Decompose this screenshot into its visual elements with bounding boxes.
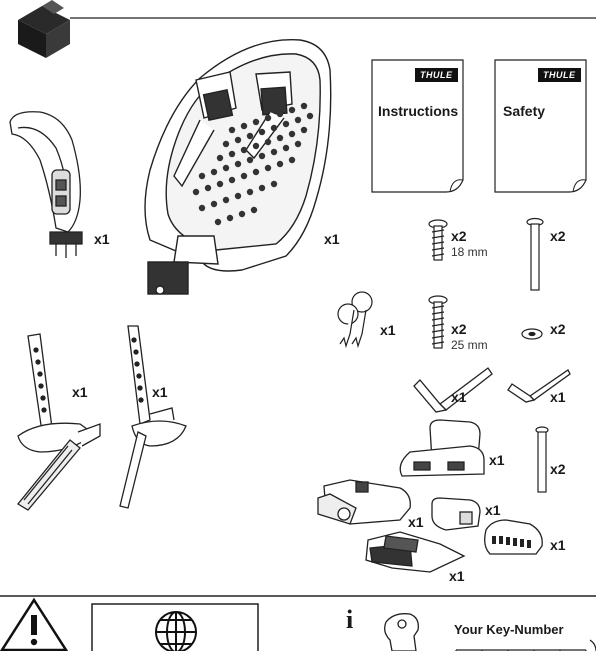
allen-key-small-qty: x1 — [550, 389, 566, 405]
armrest-qty: x1 — [94, 231, 110, 247]
clip-qty: x1 — [485, 502, 501, 518]
pin-qty: x2 — [550, 461, 566, 477]
footrest-right-qty: x1 — [152, 384, 168, 400]
keys-qty: x1 — [380, 322, 396, 338]
washer-qty: x2 — [550, 321, 566, 337]
child-seat-icon — [145, 40, 331, 294]
seat-qty: x1 — [324, 231, 340, 247]
mount-icon — [400, 420, 484, 476]
instructions-title: Instructions — [378, 103, 458, 119]
washer-icon — [522, 329, 542, 339]
short-screw-icon — [429, 220, 447, 260]
key-table-curl — [590, 640, 596, 651]
rod-icon — [527, 219, 543, 291]
footrest-right-icon — [120, 326, 186, 508]
clip-icon — [432, 498, 480, 530]
block-qty: x1 — [449, 568, 465, 584]
short-screw-qty: x2 — [451, 228, 467, 244]
info-icon: i — [346, 605, 353, 635]
pin-icon — [536, 427, 548, 492]
block-icon — [366, 532, 464, 572]
allen-key-large-qty: x1 — [451, 389, 467, 405]
bracket-qty: x1 — [408, 514, 424, 530]
box-icon — [18, 0, 70, 58]
buckle-icon — [485, 520, 543, 554]
mount-qty: x1 — [489, 452, 505, 468]
short-screw-length: 18 mm — [451, 245, 488, 259]
instructions-brand-logo: THULE — [415, 68, 458, 82]
long-screw-qty: x2 — [451, 321, 467, 337]
long-screw-icon — [429, 296, 447, 348]
footrest-left-icon — [18, 334, 100, 510]
safety-brand-logo: THULE — [538, 68, 581, 82]
key-number-title: Your Key-Number — [454, 622, 564, 637]
footrest-left-qty: x1 — [72, 384, 88, 400]
rod-qty: x2 — [550, 228, 566, 244]
buckle-qty: x1 — [550, 537, 566, 553]
long-screw-length: 25 mm — [451, 338, 488, 352]
globe-icon — [156, 612, 196, 651]
warning-icon — [2, 600, 66, 650]
bracket-icon — [318, 480, 410, 524]
armrest-icon — [10, 112, 82, 258]
safety-title: Safety — [503, 103, 545, 119]
keys-icon — [338, 292, 372, 346]
key-icon — [385, 614, 419, 651]
